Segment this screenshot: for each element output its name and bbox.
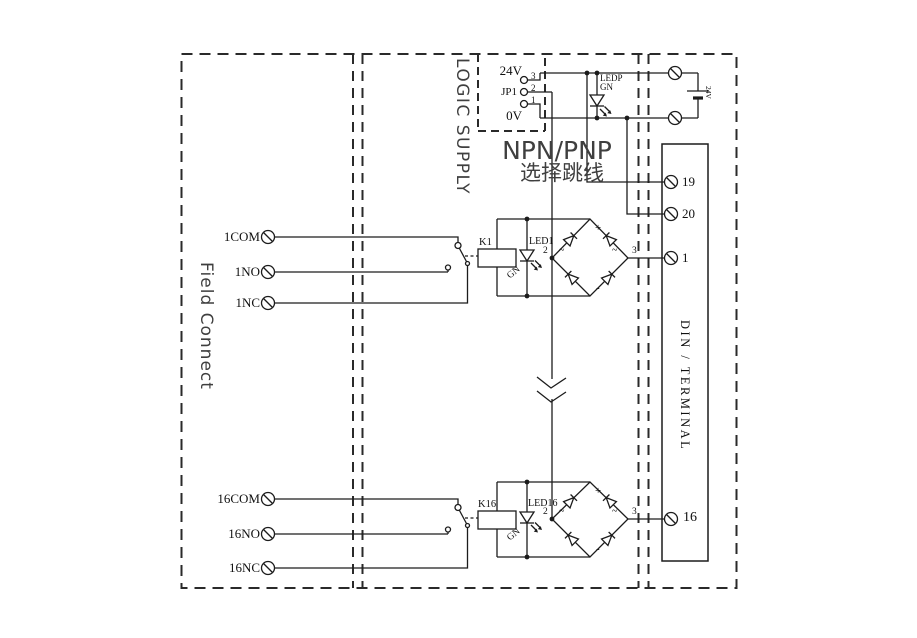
terminal-1-label: 1 — [682, 250, 689, 265]
npn-pnp-select-bus — [536, 92, 567, 519]
npn-pnp-title: NPN/PNP — [502, 136, 612, 165]
terminal-16-label: 16 — [683, 510, 697, 525]
power-led-color: GN — [600, 82, 613, 92]
din-terminal-screws — [663, 174, 679, 527]
channel16-relay-circuit — [477, 479, 590, 560]
ch1-relay-label: K1 — [479, 237, 492, 248]
ch16-bridge-plus: + — [595, 485, 602, 497]
jumper-24v-label: 24V — [499, 63, 522, 78]
jumper-name-label: JP1 — [501, 86, 517, 98]
ch16-com-label: 16COM — [217, 491, 260, 506]
ch1-bridge-pin3-label: 3 — [632, 246, 637, 256]
field-connect-title: Field Connect — [196, 262, 216, 390]
outer-dashed-border — [180, 53, 738, 589]
din-terminal-title: DIN / TERMINAL — [678, 320, 692, 452]
jumper-pin3-label: 3 — [531, 71, 536, 81]
jumper-dashed-box — [477, 54, 546, 132]
channel1-field-wiring — [260, 229, 478, 311]
ch16-bridge-pin3-label: 3 — [632, 507, 637, 517]
ch16-led-label: LED16 — [528, 498, 558, 509]
ch16-bridge-ac-left: ~ — [559, 506, 565, 517]
ch16-bridge-minus: - — [596, 543, 600, 555]
wire-24v-to-19 — [586, 73, 665, 183]
ch1-bridge-ac-left: ~ — [559, 245, 565, 256]
ch1-bridge-ac-right: ~ — [612, 245, 618, 256]
power-led-symbol — [588, 73, 612, 118]
terminal-19-label: 19 — [682, 174, 695, 189]
jumper-pin1-label: 1 — [531, 95, 536, 105]
battery-24v-symbol — [687, 73, 709, 118]
ch1-com-label: 1COM — [223, 229, 260, 244]
wire-0v-to-20 — [626, 118, 665, 215]
ch16-bridge-pin2-label: 2 — [543, 507, 548, 517]
jumper-jp1 — [519, 73, 552, 118]
channel1-relay-circuit — [477, 216, 590, 299]
ch1-no-label: 1NO — [234, 264, 260, 279]
ch1-bridge-plus: + — [595, 222, 602, 234]
ch1-led-label: LED1 — [529, 236, 554, 247]
channel1-bridge-rectifier — [549, 218, 665, 297]
power-led-name: LEDP — [600, 73, 623, 83]
jumper-0v-label: 0V — [506, 108, 522, 123]
separator-logic-terminal — [637, 54, 650, 588]
rail-junction-dots — [584, 70, 630, 121]
channel16-field-wiring — [260, 491, 478, 576]
ch16-relay-label: K16 — [478, 499, 497, 510]
ch16-nc-label: 16NC — [228, 560, 260, 575]
ch1-bridge-pin2-label: 2 — [543, 246, 548, 256]
ch1-nc-label: 1NC — [235, 295, 260, 310]
supply-screw-terminals — [667, 65, 683, 126]
logic-supply-title: LOGIC SUPPLY — [452, 58, 472, 196]
ch16-bridge-ac-right: ~ — [612, 506, 618, 517]
separator-field-logic — [352, 54, 364, 588]
ch16-no-label: 16NO — [228, 526, 260, 541]
ch1-bridge-minus: - — [596, 282, 600, 294]
channel16-bridge-rectifier — [549, 481, 665, 558]
battery-voltage-label: 24V — [704, 86, 713, 99]
terminal-20-label: 20 — [682, 206, 695, 221]
npn-select-subtitle: 选择跳线 — [520, 161, 604, 185]
jumper-pin2-label: 2 — [531, 83, 536, 93]
